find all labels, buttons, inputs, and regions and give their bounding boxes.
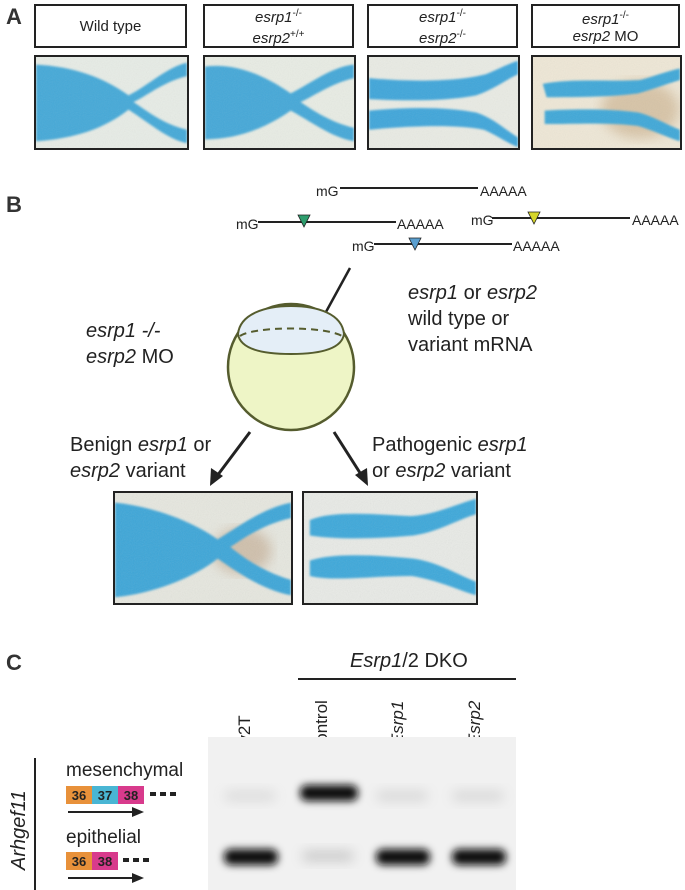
gene-bracket xyxy=(34,758,36,890)
primer-arrow-mes xyxy=(68,807,144,817)
label-line: esrp2+/+ xyxy=(252,29,305,47)
benign-label: Benign esrp1 or esrp2 variant xyxy=(70,434,212,482)
primer-arrow-epi xyxy=(68,873,144,883)
variant-marker-green xyxy=(297,214,311,228)
embryo-cell xyxy=(236,304,346,356)
band-esrp1-lower xyxy=(376,849,430,865)
mrna-diagram xyxy=(258,187,630,251)
gel-image xyxy=(208,737,516,890)
label-esrp1-ko-esrp2-ko: esrp1-/- esrp2-/- xyxy=(367,4,518,48)
band-esrp2-upper xyxy=(452,791,504,801)
pathogenic-label: Pathogenic esrp1 or esrp2 variant xyxy=(372,434,528,482)
dko-group-bar xyxy=(298,678,516,680)
band-control-upper xyxy=(300,785,358,801)
arrow-pathogenic xyxy=(332,431,368,486)
photo-pathogenic-result xyxy=(302,491,478,605)
mrna4-tail: AAAAA xyxy=(513,238,560,254)
band-esrp1-upper xyxy=(376,791,428,801)
variant-marker-blue xyxy=(408,237,422,251)
band-esrp2-lower xyxy=(452,849,506,865)
label-line: esrp2-/- xyxy=(419,29,466,47)
photo-esrp1-ko-esrp2-mo xyxy=(531,55,682,150)
panel-c-letter: C xyxy=(6,650,22,675)
exon-38-mes: 38 xyxy=(118,786,144,804)
band-py2t-upper xyxy=(224,791,276,801)
panel-b-letter: B xyxy=(6,192,22,217)
dots-mes xyxy=(150,792,176,796)
embryo-diagram xyxy=(210,267,368,486)
label-wild-type: Wild type xyxy=(34,4,187,48)
photo-benign-result xyxy=(113,491,293,605)
exon-37-mes: 37 xyxy=(92,786,118,804)
exon-36-mes: 36 xyxy=(66,786,92,804)
mrna1-tail: AAAAA xyxy=(480,183,527,199)
mrna4-cap: mG xyxy=(352,238,375,254)
arrow-benign xyxy=(210,431,252,486)
mrna1-cap: mG xyxy=(316,183,339,199)
photo-esrp1-ko-esrp2-wt xyxy=(203,55,356,150)
label-esrp1-ko-esrp2-mo: esrp1-/- esrp2 MO xyxy=(531,4,680,48)
embryo-genotype-label: esrp1 -/- esrp2 MO xyxy=(86,320,174,368)
isoform-epithelial-label: epithelial xyxy=(66,827,141,848)
exon-38-epi: 38 xyxy=(92,852,118,870)
gene-label: Arhgef11 xyxy=(8,790,30,870)
dots-epi xyxy=(123,858,149,862)
mrna2-cap: mG xyxy=(236,216,259,232)
mrna3-cap: mG xyxy=(471,212,494,228)
band-py2t-lower xyxy=(224,849,278,865)
label-line: esrp1-/- xyxy=(582,10,629,28)
isoform-mesenchymal-label: mesenchymal xyxy=(66,760,184,781)
band-control-lower xyxy=(302,851,354,861)
exon-36-epi: 36 xyxy=(66,852,92,870)
variant-marker-yellow xyxy=(527,211,541,225)
label-line: esrp1-/- xyxy=(419,8,466,26)
mrna3-tail: AAAAA xyxy=(632,212,679,228)
dko-group-label: Esrp1/2 DKO xyxy=(350,650,468,672)
label-line: esrp1-/- xyxy=(255,8,302,26)
photo-esrp1-ko-esrp2-ko xyxy=(367,55,520,150)
label-esrp1-ko-esrp2-wt: esrp1-/- esrp2+/+ xyxy=(203,4,354,48)
injection-label: esrp1 or esrp2 wild type or variant mRNA xyxy=(408,282,537,356)
panel-a-letter: A xyxy=(6,4,22,29)
photo-wild-type xyxy=(34,55,189,150)
label-line: esrp2 MO xyxy=(572,28,639,45)
mrna2-tail: AAAAA xyxy=(397,216,444,232)
label-line: Wild type xyxy=(79,17,142,35)
